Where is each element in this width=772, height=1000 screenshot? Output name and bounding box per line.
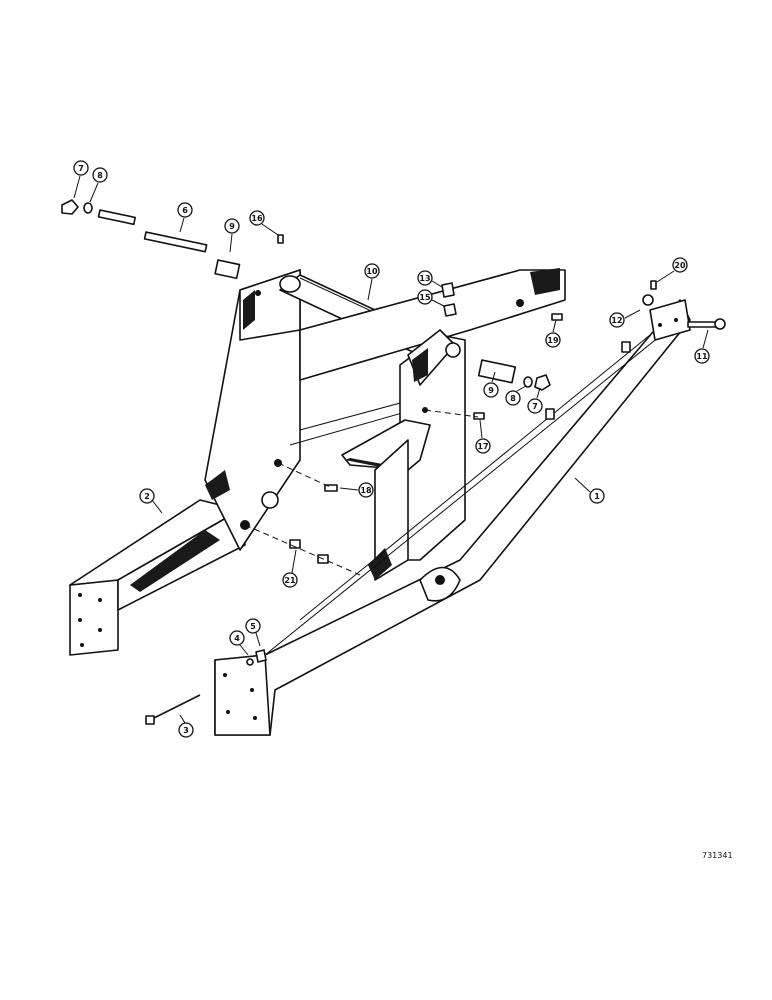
callout-label: 1: [594, 492, 600, 501]
left-rail-assembly: [69, 269, 301, 656]
callout-12: [609, 312, 625, 328]
callout-9-lower: [483, 382, 499, 398]
callout-7-lower: [527, 398, 543, 414]
callout-label: 11: [696, 352, 708, 361]
callout-label: 12: [611, 316, 622, 325]
callout-label: 9: [488, 386, 494, 395]
right-rail-assembly: [214, 299, 691, 736]
drawing-number: 731341: [702, 851, 733, 860]
callout-3: [178, 722, 194, 738]
callout-11: [694, 348, 710, 364]
callout-9: [224, 218, 240, 234]
callout-19: [545, 332, 561, 348]
callout-label: 18: [360, 486, 372, 495]
callout-label: 8: [97, 171, 103, 180]
callouts: 1 2 3 4 5 6 7 8 9 10: [73, 160, 710, 738]
center-upright: [341, 329, 466, 581]
callout-label: 16: [251, 214, 263, 223]
callout-label: 20: [674, 261, 686, 270]
callout-1: [589, 488, 605, 504]
callout-label: 5: [250, 622, 256, 631]
callout-label: 19: [547, 336, 559, 345]
callout-label: 6: [182, 206, 188, 215]
alignment-lines: [244, 409, 479, 576]
callout-label: 10: [366, 267, 378, 276]
callout-8-lower: [505, 390, 521, 406]
callout-17: [475, 438, 491, 454]
callout-7: [73, 160, 89, 176]
callout-label: 4: [234, 634, 240, 643]
callout-5: [245, 618, 261, 634]
callout-18: [358, 482, 374, 498]
callout-10: [364, 263, 380, 279]
callout-4: [229, 630, 245, 646]
hardware: [61, 199, 726, 725]
callout-20: [672, 257, 688, 273]
callout-6: [177, 202, 193, 218]
callout-label: 9: [229, 222, 235, 231]
callout-label: 13: [419, 274, 430, 283]
callout-15: [417, 289, 433, 305]
callout-8: [92, 167, 108, 183]
callout-label: 7: [78, 164, 84, 173]
callout-16: [249, 210, 265, 226]
callout-label: 2: [144, 492, 150, 501]
callout-label: 7: [532, 402, 538, 411]
callout-label: 15: [419, 293, 431, 302]
callout-21: [282, 572, 298, 588]
callout-label: 17: [477, 442, 488, 451]
callout-label: 21: [284, 576, 296, 585]
callout-label: 3: [183, 726, 189, 735]
callout-label: 8: [510, 394, 516, 403]
callout-2: [139, 488, 155, 504]
callout-13: [417, 270, 433, 286]
